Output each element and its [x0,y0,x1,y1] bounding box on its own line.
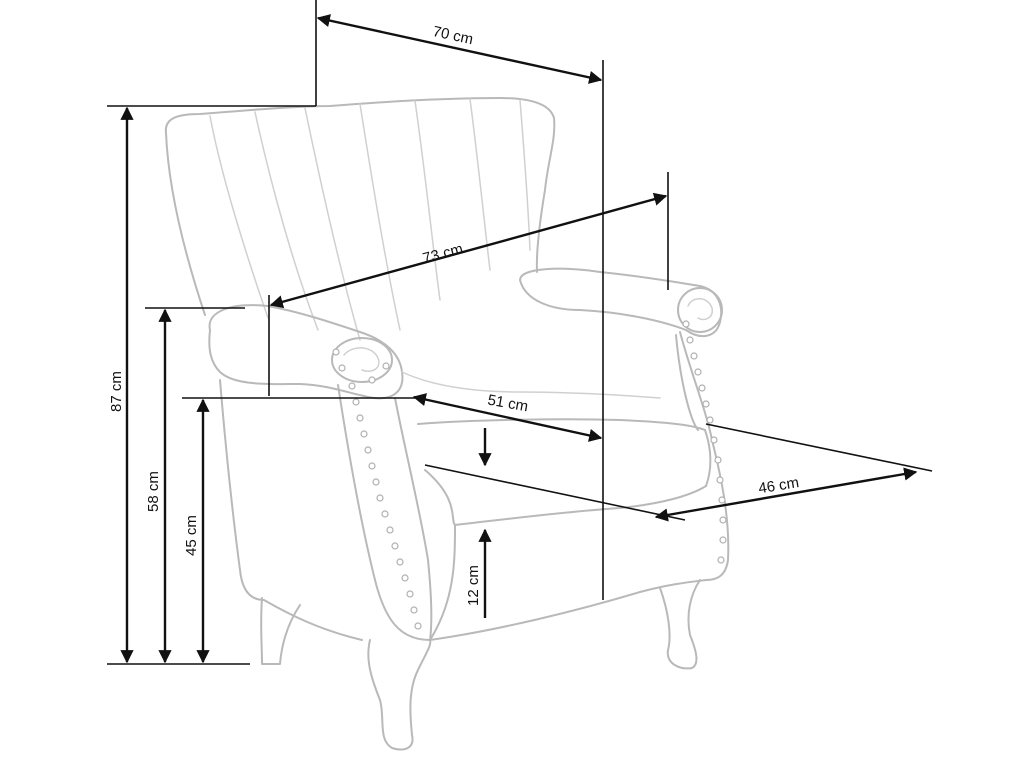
cushion-thickness-label: 12 cm [465,565,482,606]
seat-width-label: 51 cm [486,392,529,416]
seat-depth-extension-left [424,464,686,521]
left-body-side [219,379,363,641]
left-arm-front [337,384,431,641]
left-arm-roll [208,304,404,400]
back-channel-4 [359,103,401,331]
seat-width-dimension-line [412,393,603,442]
front-skirt [429,524,456,641]
left-arm-front-inner [394,397,433,641]
back-channel-2 [254,111,319,331]
seat-depth-extension-right [705,423,933,472]
left-arm-studs [332,348,422,630]
back-channel-1 [209,115,269,319]
seat-depth-dimension-line [654,467,918,522]
width-dimension-line [316,14,603,84]
armchair-sketch [164,97,730,751]
seat-cushion-right [704,429,712,487]
left-arm-scroll-inner [343,347,380,372]
right-arm-studs [682,320,727,564]
arm-height-label: 58 cm [145,471,162,512]
seat-depth-label: 46 cm [757,474,800,497]
front-skirt-bottom [429,579,707,641]
backrest-outline [164,97,556,273]
height-label: 87 cm [108,371,125,412]
inner-back-line [401,371,661,399]
depth-dimension-line [269,192,668,309]
dimension-annotations: 70 cm 73 cm 87 cm 58 cm 45 cm 51 cm 46 c… [107,0,933,665]
back-channel-3 [304,107,361,341]
back-channel-7 [519,99,531,251]
depth-label: 73 cm [421,240,465,267]
right-arm-inner [675,334,699,431]
back-channel-5 [414,100,441,301]
front-right-leg [659,579,701,670]
backrest-left-side [165,132,206,316]
right-arm-scroll-inner [687,298,713,321]
front-left-leg [367,639,432,751]
right-arm-scroll [677,287,723,333]
seat-height-label: 45 cm [183,515,200,556]
back-left-leg [260,597,301,665]
left-arm-scroll [331,337,393,383]
